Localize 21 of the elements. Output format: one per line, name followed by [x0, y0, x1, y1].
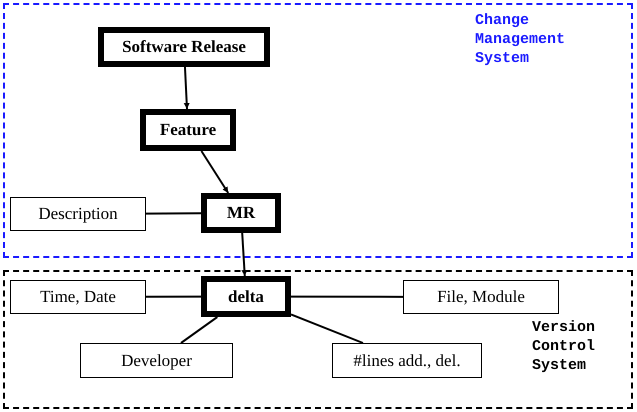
entity-box: Feature [140, 109, 236, 151]
entity-box: MR [201, 193, 281, 233]
arrow [241, 232, 248, 276]
attribute-box: #lines add., del. [332, 343, 482, 378]
connector-line [290, 313, 364, 344]
entity-box: delta [201, 276, 291, 317]
region-label: Version Control System [532, 318, 596, 375]
region-label: Change Management System [475, 11, 566, 68]
connector-line [146, 296, 201, 298]
arrow [200, 150, 230, 194]
connector-line [146, 212, 201, 215]
dashed-region [3, 270, 633, 409]
attribute-box: Description [10, 197, 146, 231]
dashed-region [3, 3, 633, 258]
arrow [184, 66, 190, 110]
connector-line [291, 296, 403, 298]
entity-box: Software Release [98, 27, 270, 67]
attribute-box: File, Module [403, 280, 559, 314]
attribute-box: Developer [80, 343, 233, 378]
connector-line [180, 316, 218, 344]
attribute-box: Time, Date [10, 280, 146, 314]
